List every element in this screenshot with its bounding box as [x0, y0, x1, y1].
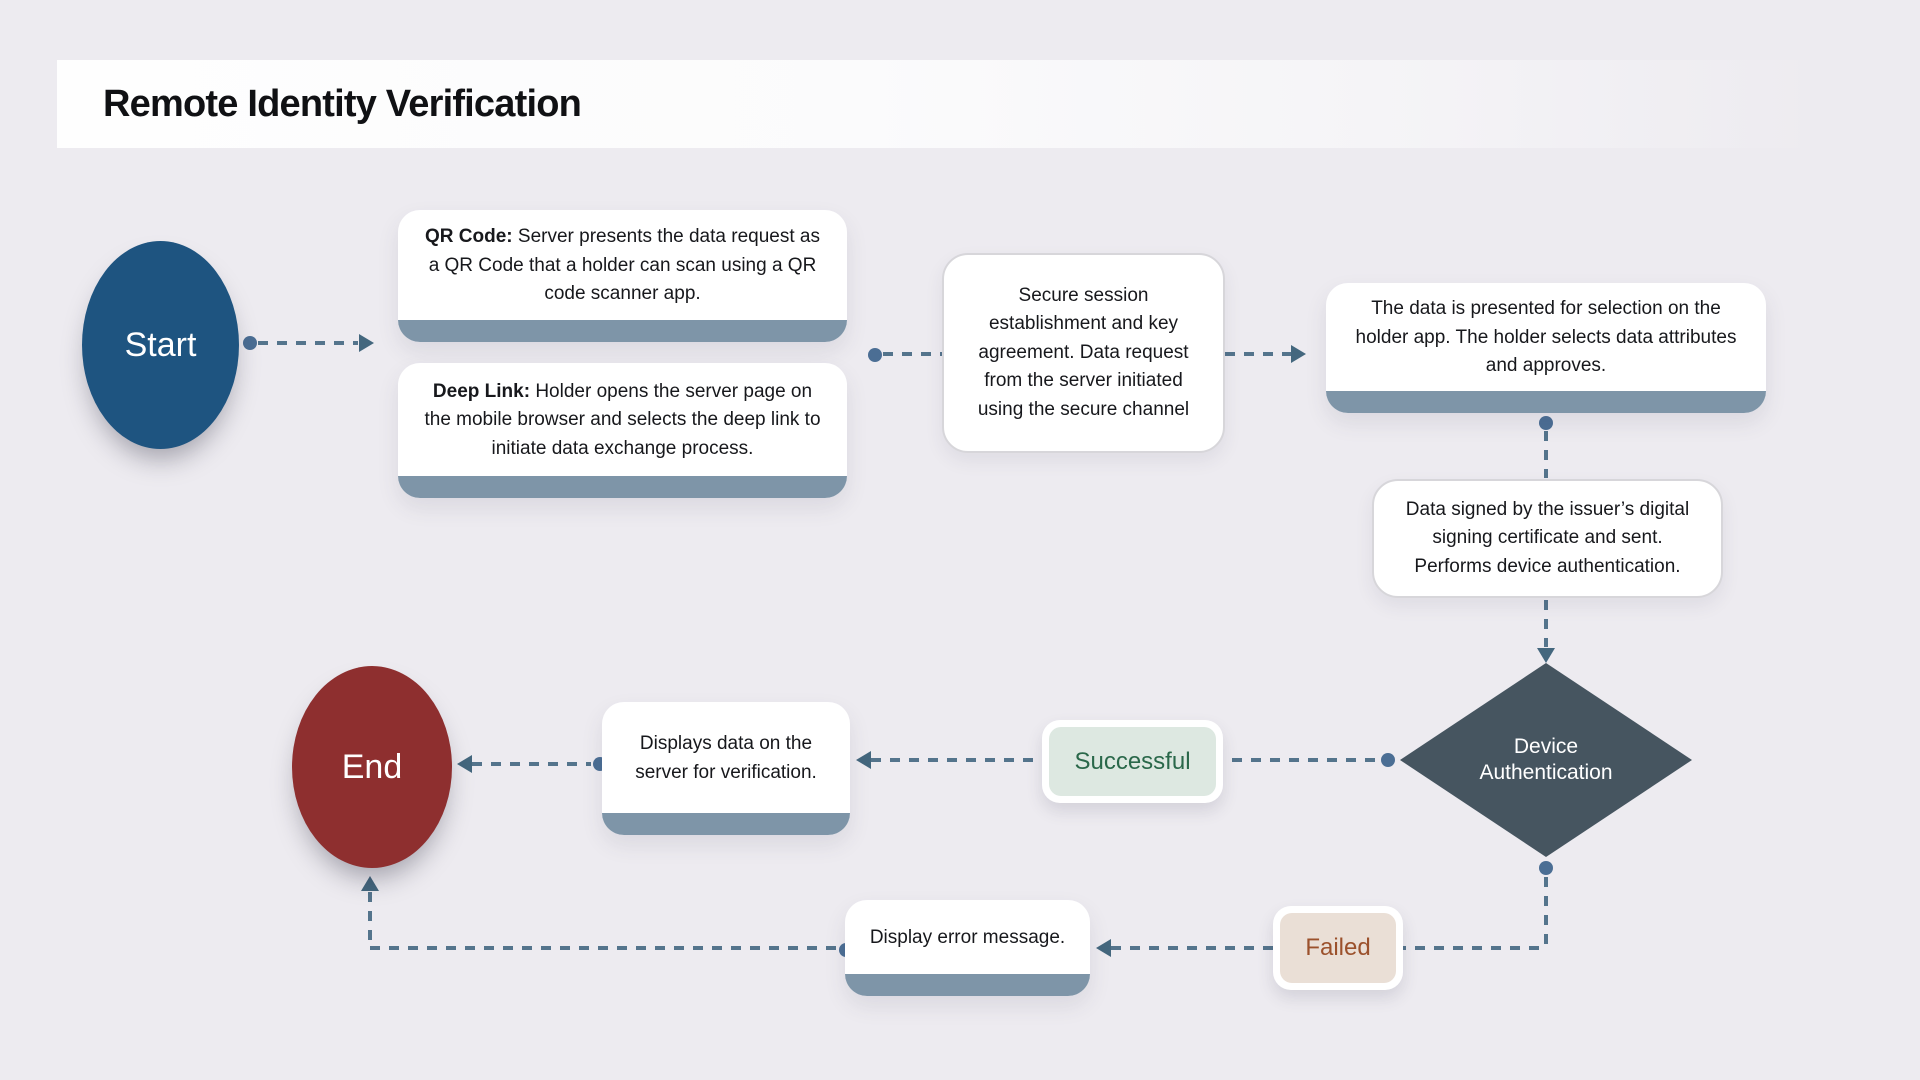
page-header: Remote Identity Verification: [57, 60, 1855, 148]
card-accent-bar: [398, 320, 847, 342]
page-title: Remote Identity Verification: [103, 82, 582, 125]
deep-link-step-text: Deep Link: Holder opens the server page …: [398, 368, 847, 494]
device-authentication-decision: Device Authentication: [1400, 663, 1692, 857]
display-error-card: Display error message.: [845, 900, 1090, 996]
qr-code-step-body: Server presents the data request as a QR…: [428, 226, 820, 305]
qr-code-step-card: QR Code: Server presents the data reques…: [398, 210, 847, 342]
end-node-label: End: [341, 747, 403, 786]
display-data-text: Displays data on the server for verifica…: [635, 733, 817, 783]
start-node: Start: [82, 241, 239, 449]
data-signed-text: Data signed by the issuer’s digital sign…: [1405, 498, 1690, 577]
device-authentication-label: Device Authentication: [1479, 734, 1613, 784]
card-accent-bar: [398, 476, 847, 498]
connector-dot-decision-left: [1381, 753, 1395, 767]
start-node-label: Start: [124, 325, 197, 364]
deep-link-step-lead: Deep Link:: [432, 380, 531, 402]
connector-signed-to-decision: [1544, 600, 1548, 647]
connector-dot-options: [868, 348, 882, 362]
arrowhead-left-icon: [856, 751, 871, 769]
qr-code-step-lead: QR Code:: [425, 226, 513, 248]
arrowhead-right-icon: [1291, 345, 1306, 363]
arrowhead-right-icon: [359, 334, 374, 352]
successful-outcome-label: Successful: [1042, 720, 1223, 803]
card-accent-bar: [1326, 391, 1766, 413]
data-presented-text: The data is presented for selection on t…: [1355, 298, 1737, 377]
connector-error-to-end-vertical: [368, 892, 372, 948]
connector-error-to-end-horizontal: [370, 946, 837, 950]
secure-session-text: Secure session establishment and key agr…: [977, 284, 1190, 420]
secure-session-card: Secure session establishment and key agr…: [942, 253, 1225, 453]
connector-failed-path-vertical: [1544, 877, 1548, 948]
data-signed-card: Data signed by the issuer’s digital sign…: [1372, 479, 1723, 598]
arrowhead-up-icon: [361, 876, 379, 891]
arrowhead-down-icon: [1537, 648, 1555, 663]
end-node: End: [292, 666, 452, 868]
card-accent-bar: [845, 974, 1090, 996]
failed-outcome-label: Failed: [1273, 906, 1403, 990]
arrowhead-left-icon: [1096, 939, 1111, 957]
connector-dot-start: [243, 336, 257, 350]
display-data-card: Displays data on the server for verifica…: [602, 702, 850, 835]
arrowhead-left-icon: [457, 755, 472, 773]
connector-presented-to-signed: [1544, 431, 1548, 478]
connector-display-to-end: [472, 762, 591, 766]
display-error-text: Display error message.: [869, 926, 1066, 948]
card-accent-bar: [602, 813, 850, 835]
connector-dot-decision-bottom: [1539, 861, 1553, 875]
connector-dot-presented: [1539, 416, 1553, 430]
data-presented-card: The data is presented for selection on t…: [1326, 283, 1766, 413]
deep-link-step-card: Deep Link: Holder opens the server page …: [398, 363, 847, 498]
deep-link-step-body: Holder opens the server page on the mobi…: [424, 380, 821, 459]
qr-code-step-text: QR Code: Server presents the data reques…: [398, 213, 847, 339]
successful-outcome-text: Successful: [1049, 727, 1216, 796]
connector-start-to-options: [258, 341, 358, 345]
failed-outcome-text: Failed: [1280, 913, 1396, 983]
